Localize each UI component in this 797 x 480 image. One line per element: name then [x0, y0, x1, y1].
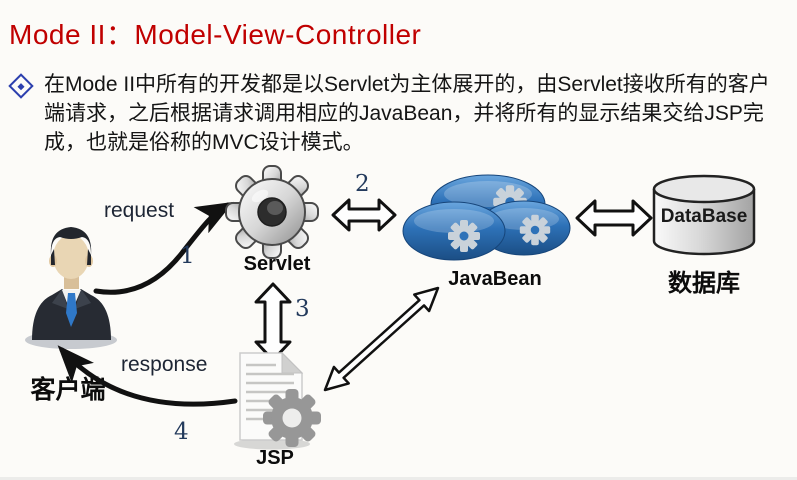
bullet-item: 在Mode II中所有的开发都是以Servlet为主体展开的，由Servlet接…: [8, 70, 790, 157]
jsp-javabean-arrow: [323, 286, 440, 392]
servlet-gear-icon: [225, 165, 319, 259]
diamond-bullet-icon: [8, 73, 34, 99]
servlet-label: Servlet: [243, 253, 311, 275]
javabean-label: JavaBean: [448, 268, 542, 290]
javabean-icon: [402, 174, 571, 261]
jsp-gear-icon: [263, 389, 321, 447]
jsp-label: JSP: [256, 447, 294, 469]
jsp-document-icon: [234, 351, 321, 450]
bullet-text: 在Mode II中所有的开发都是以Servlet为主体展开的，由Servlet接…: [44, 73, 770, 154]
step-4: 4: [174, 419, 189, 445]
step-2: 2: [355, 171, 370, 197]
page-title: Mode II：Model-View-Controller: [9, 19, 422, 50]
javabean-database-arrow: [575, 199, 653, 237]
response-arrow: [57, 345, 238, 407]
servlet-javabean-arrow: [331, 198, 397, 232]
request-arrow: [93, 201, 234, 295]
client-person-icon: [25, 227, 117, 349]
request-label: request: [104, 199, 175, 222]
database-cylinder-icon: [652, 174, 756, 256]
step-3: 3: [295, 296, 310, 322]
step-1: 1: [180, 243, 195, 269]
database-label-zh: 数据库: [668, 270, 740, 297]
response-label: response: [121, 353, 208, 376]
database-label-en: DataBase: [660, 206, 748, 227]
